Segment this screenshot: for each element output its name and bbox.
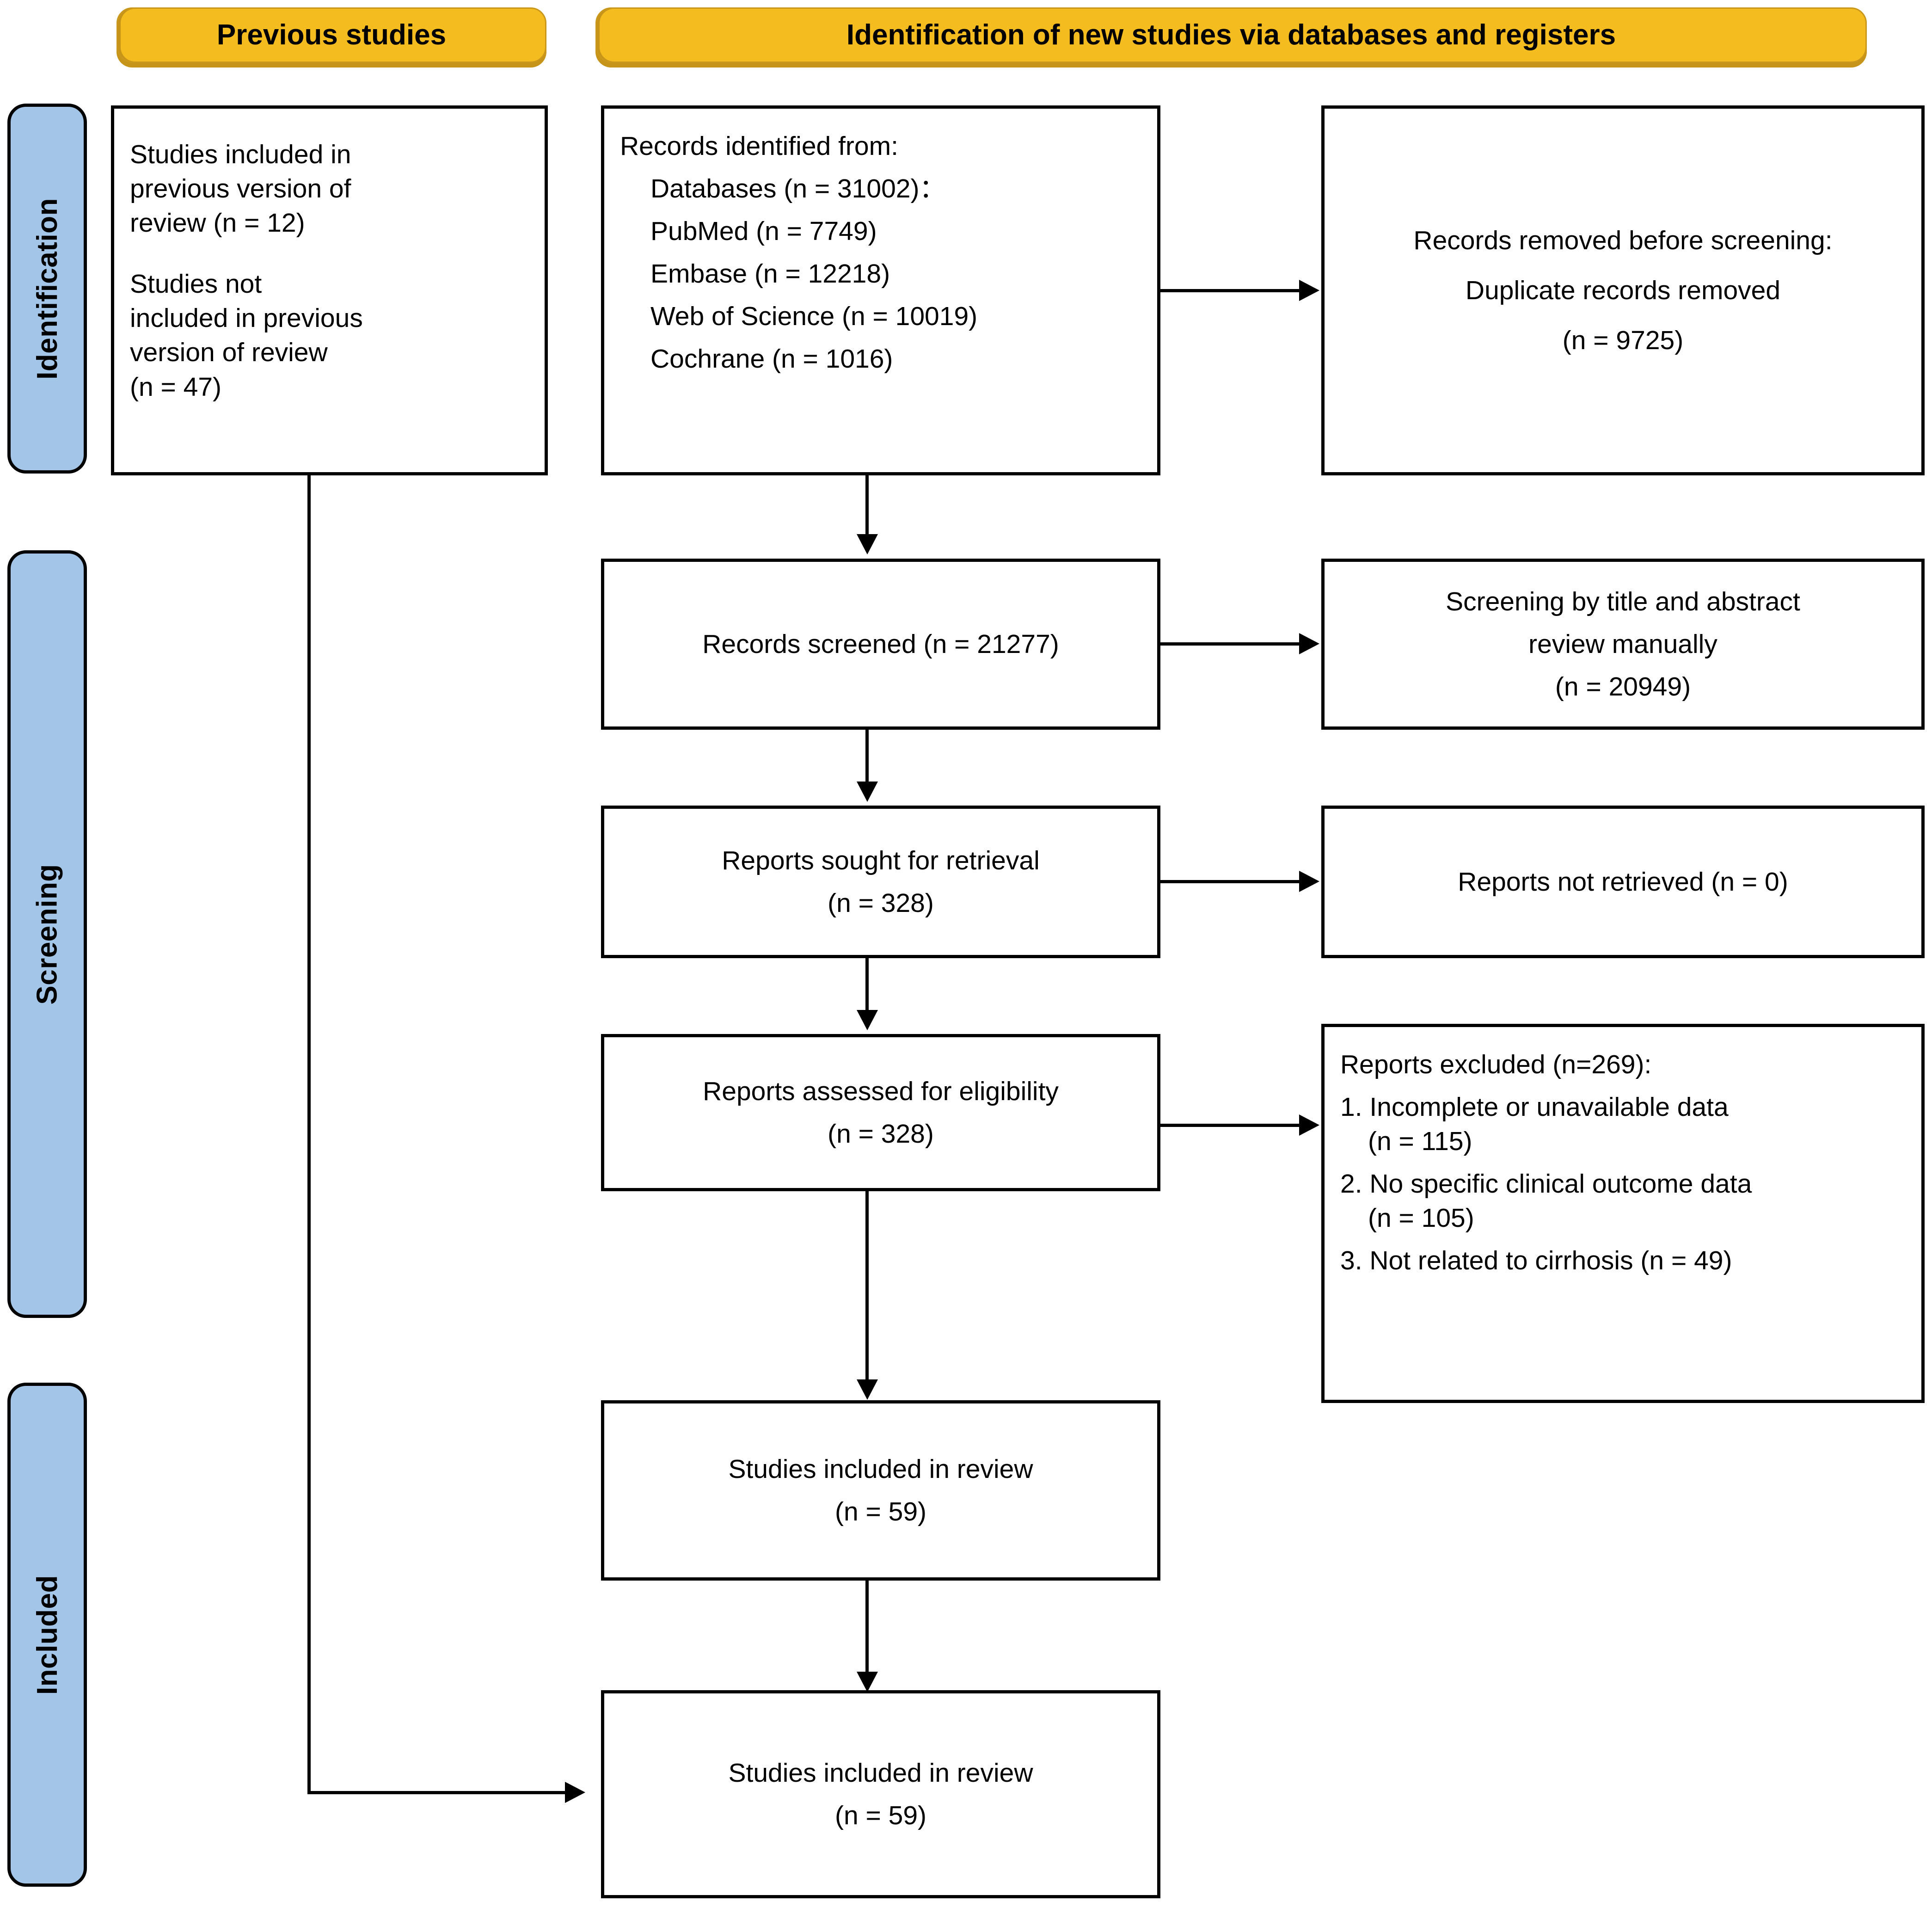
arrowhead-identified-to-removed bbox=[1299, 280, 1319, 301]
box-reports-not-retrieved: Reports not retrieved (n = 0) bbox=[1321, 806, 1925, 958]
records-screened-line1: Records screened (n = 21277) bbox=[702, 629, 1059, 659]
records-removed-spacer-2 bbox=[1340, 308, 1906, 323]
records-removed-line1: Records removed before screening: bbox=[1413, 225, 1833, 255]
reports-excluded-reason1-n: (n = 115) bbox=[1368, 1126, 1472, 1157]
previous-studies-spacer bbox=[130, 240, 529, 267]
reports-excluded-title: Reports excluded (n=269): bbox=[1340, 1050, 1652, 1079]
studies-included-new-spacer bbox=[620, 1486, 1141, 1495]
arrowhead-identified-to-screened bbox=[857, 534, 878, 554]
reports-excluded-spacer-3 bbox=[1340, 1235, 1906, 1243]
box-previous-studies: Studies included in previous version of … bbox=[111, 105, 548, 475]
reports-excluded-reason2-n: (n = 105) bbox=[1368, 1203, 1474, 1233]
box-reports-excluded: Reports excluded (n=269): 1. Incomplete … bbox=[1321, 1024, 1925, 1403]
arrowhead-screened-to-method bbox=[1299, 633, 1319, 654]
records-identified-spacer-5 bbox=[620, 333, 1141, 342]
previous-included-line2: previous version of bbox=[130, 174, 351, 204]
connector-identified-to-screened bbox=[865, 475, 869, 535]
connector-identified-to-removed bbox=[1160, 289, 1299, 292]
previous-notincluded-line4: (n = 47) bbox=[130, 372, 222, 402]
records-removed-line3: (n = 9725) bbox=[1562, 326, 1684, 356]
previous-included-line1: Studies included in bbox=[130, 140, 351, 169]
connector-assessed-to-included bbox=[865, 1191, 869, 1381]
reports-excluded-reason2: 2. No specific clinical outcome data bbox=[1340, 1169, 1752, 1199]
records-identified-spacer-3 bbox=[620, 248, 1141, 257]
records-identified-pubmed: PubMed (n = 7749) bbox=[650, 216, 877, 246]
stage-tab-screening-label: Screening bbox=[31, 863, 63, 1005]
banner-new-studies: Identification of new studies via databa… bbox=[595, 7, 1867, 63]
box-records-removed: Records removed before screening: Duplic… bbox=[1321, 105, 1925, 475]
box-screening-method: Screening by title and abstract review m… bbox=[1321, 559, 1925, 730]
reports-excluded-reason3: 3. Not related to cirrhosis (n = 49) bbox=[1340, 1246, 1732, 1276]
reports-assessed-line2: (n = 328) bbox=[828, 1119, 934, 1149]
records-removed-spacer-1 bbox=[1340, 258, 1906, 273]
arrowhead-previous-to-included-total bbox=[565, 1782, 585, 1803]
records-removed-line2: Duplicate records removed bbox=[1465, 275, 1781, 305]
banner-new-studies-label: Identification of new studies via databa… bbox=[846, 18, 1616, 51]
records-identified-cochrane: Cochrane (n = 1016) bbox=[650, 344, 893, 374]
studies-included-new-line1: Studies included in review bbox=[728, 1454, 1033, 1484]
arrowhead-screened-to-sought bbox=[857, 782, 878, 802]
box-records-identified: Records identified from: Databases (n = … bbox=[601, 105, 1160, 475]
connector-screened-to-method bbox=[1160, 642, 1299, 646]
arrowhead-sought-to-assessed bbox=[857, 1010, 878, 1030]
records-identified-title: Records identified from: bbox=[620, 131, 898, 161]
box-reports-sought: Reports sought for retrieval (n = 328) bbox=[601, 806, 1160, 958]
banner-previous-studies-label: Previous studies bbox=[216, 18, 447, 51]
screening-method-line2: review manually bbox=[1528, 629, 1717, 659]
connector-sought-to-notretrieved bbox=[1160, 880, 1299, 883]
reports-not-retrieved-line1: Reports not retrieved (n = 0) bbox=[1458, 867, 1788, 897]
reports-assessed-line1: Reports assessed for eligibility bbox=[703, 1076, 1059, 1106]
banner-previous-studies: Previous studies bbox=[117, 7, 546, 63]
stage-tab-screening: Screening bbox=[7, 550, 87, 1318]
reports-sought-line2: (n = 328) bbox=[828, 888, 934, 918]
reports-excluded-spacer-2 bbox=[1340, 1158, 1906, 1167]
arrowhead-assessed-to-excluded bbox=[1299, 1114, 1319, 1136]
records-identified-wos: Web of Science (n = 10019) bbox=[650, 302, 978, 332]
box-records-screened: Records screened (n = 21277) bbox=[601, 559, 1160, 730]
arrowhead-sought-to-notretrieved bbox=[1299, 871, 1319, 892]
reports-assessed-spacer bbox=[620, 1108, 1141, 1117]
connector-previous-elbow-vertical bbox=[307, 475, 311, 1794]
studies-included-new-line2: (n = 59) bbox=[834, 1497, 927, 1526]
records-identified-spacer-4 bbox=[620, 291, 1141, 299]
reports-excluded-reason1: 1. Incomplete or unavailable data bbox=[1340, 1092, 1729, 1122]
records-identified-spacer-2 bbox=[620, 206, 1141, 214]
connector-assessed-to-excluded bbox=[1160, 1124, 1299, 1127]
arrowhead-assessed-to-included bbox=[857, 1379, 878, 1400]
arrowhead-included-new-to-total bbox=[857, 1672, 878, 1692]
connector-sought-to-assessed bbox=[865, 958, 869, 1011]
screening-method-line3: (n = 20949) bbox=[1555, 672, 1691, 702]
reports-excluded-spacer-1 bbox=[1340, 1082, 1906, 1090]
studies-included-total-spacer bbox=[620, 1790, 1141, 1798]
records-identified-embase: Embase (n = 12218) bbox=[650, 259, 890, 289]
screening-method-spacer-2 bbox=[1340, 661, 1906, 670]
connector-previous-elbow-horizontal bbox=[307, 1791, 566, 1794]
box-studies-included-total: Studies included in review (n = 59) bbox=[601, 1690, 1160, 1898]
studies-included-total-line1: Studies included in review bbox=[728, 1758, 1033, 1788]
records-identified-databases: Databases (n = 31002)： bbox=[650, 174, 946, 204]
stage-tab-included: Included bbox=[7, 1383, 87, 1887]
records-identified-spacer-1 bbox=[620, 163, 1141, 172]
previous-included-line3: review (n = 12) bbox=[130, 208, 305, 238]
box-reports-assessed: Reports assessed for eligibility (n = 32… bbox=[601, 1034, 1160, 1191]
box-studies-included-new: Studies included in review (n = 59) bbox=[601, 1400, 1160, 1581]
reports-sought-line1: Reports sought for retrieval bbox=[722, 845, 1040, 875]
previous-notincluded-line2: included in previous bbox=[130, 303, 363, 333]
previous-notincluded-line3: version of review bbox=[130, 338, 328, 368]
connector-included-new-to-total bbox=[865, 1581, 869, 1673]
stage-tab-included-label: Included bbox=[31, 1575, 63, 1695]
stage-tab-identification-label: Identification bbox=[31, 197, 63, 380]
reports-sought-spacer bbox=[620, 878, 1141, 886]
stage-tab-identification: Identification bbox=[7, 104, 87, 474]
screening-method-line1: Screening by title and abstract bbox=[1446, 586, 1800, 616]
connector-screened-to-sought bbox=[865, 730, 869, 783]
screening-method-spacer-1 bbox=[1340, 619, 1906, 627]
studies-included-total-line2: (n = 59) bbox=[834, 1801, 927, 1830]
previous-notincluded-line1: Studies not bbox=[130, 269, 262, 299]
